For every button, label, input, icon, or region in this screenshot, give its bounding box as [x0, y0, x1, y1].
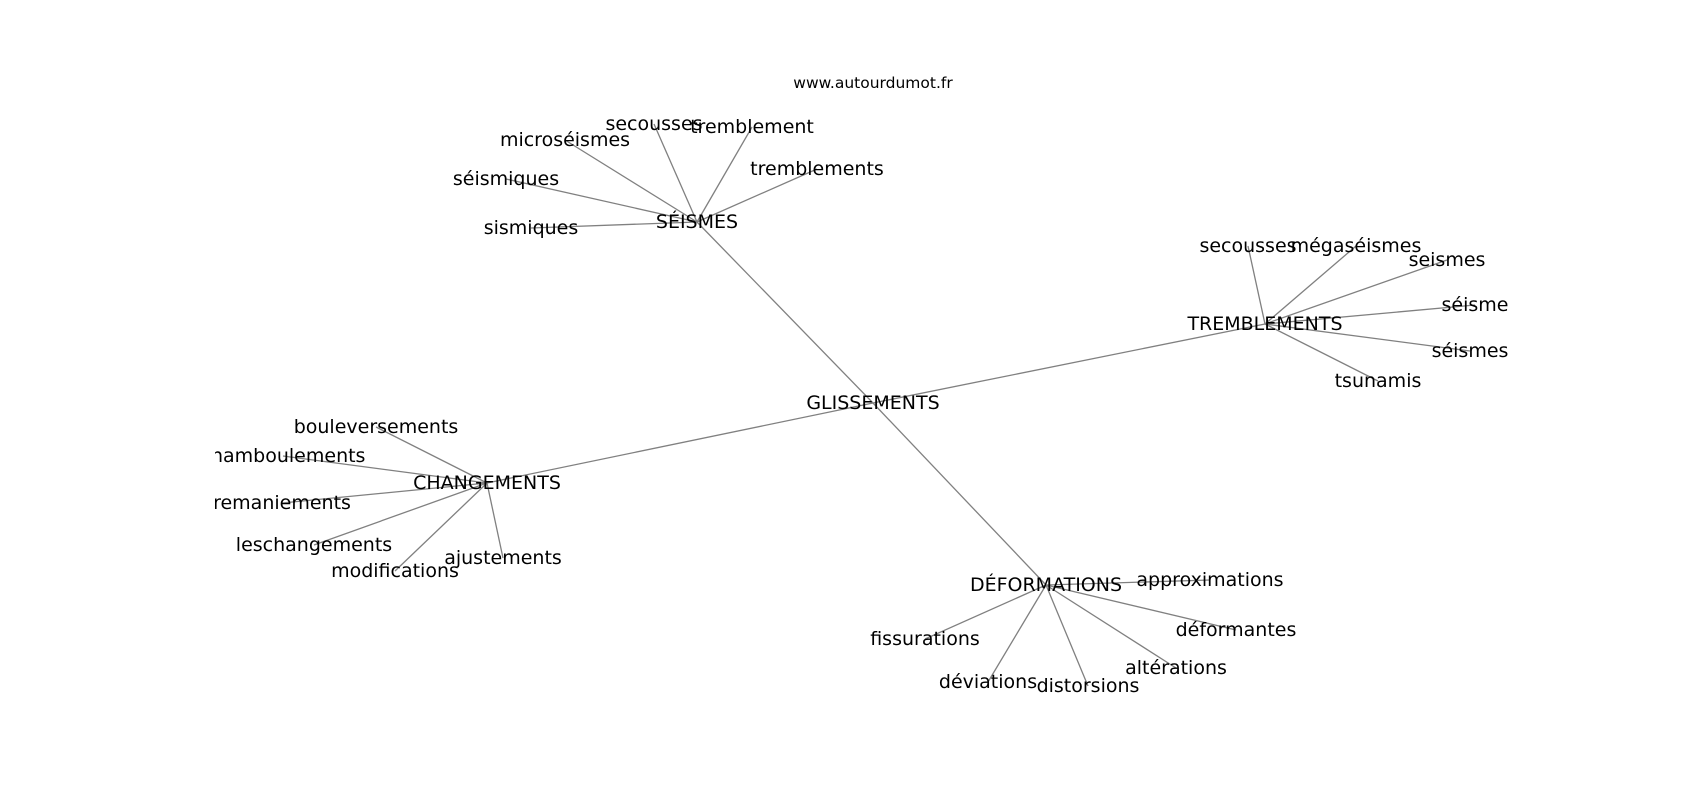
edge-hub-leaf — [394, 482, 488, 572]
edge-center-hub — [872, 323, 1266, 404]
edge-hub-leaf — [1264, 245, 1357, 325]
leaf-node-label: fissurations — [870, 628, 980, 650]
leaf-node-label: tsunamis — [1335, 370, 1422, 392]
leaf-node-label: mégaséismes — [1291, 235, 1422, 257]
edge-hub-leaf — [282, 455, 488, 484]
edge-hub-leaf — [486, 482, 504, 559]
leaf-node-label: secousses — [605, 113, 702, 135]
edge-hub-leaf — [281, 482, 488, 504]
graph-nodes: GLISSEMENTSSÉISMESsecoussestremblementmi… — [201, 113, 1509, 697]
center-node-label: GLISSEMENTS — [806, 392, 939, 414]
leaf-node-label: microséismes — [500, 129, 630, 151]
edge-hub-leaf — [530, 221, 698, 229]
leaf-node-label: tremblements — [750, 158, 884, 180]
leaf-node-label: secousses — [1199, 235, 1296, 257]
edge-hub-leaf — [1045, 584, 1089, 687]
leaf-node-label: déviations — [939, 671, 1037, 693]
graph-edges — [281, 123, 1476, 687]
edge-hub-leaf — [1264, 304, 1476, 325]
leaf-node-label: approximations — [1136, 569, 1283, 591]
leaf-node-label: bouleversements — [294, 416, 459, 438]
edge-hub-leaf — [1045, 584, 1177, 669]
hub-node-label: SÉISMES — [656, 210, 738, 233]
edge-hub-leaf — [313, 482, 488, 546]
edge-hub-leaf — [696, 126, 753, 223]
leaf-node-label: ajustements — [444, 547, 562, 569]
hub-node-label: TREMBLEMENTS — [1186, 313, 1342, 335]
edge-hub-leaf — [375, 426, 488, 484]
edge-hub-leaf — [1247, 245, 1266, 325]
edge-hub-leaf — [653, 123, 698, 223]
leaf-node-label: tremblement — [690, 116, 814, 138]
edge-center-hub — [696, 221, 874, 404]
hub-node-label: CHANGEMENTS — [413, 472, 561, 494]
leaf-node-label: séisme — [1442, 294, 1509, 316]
edge-hub-leaf — [564, 139, 698, 223]
leaf-node-label: leschangements — [236, 534, 392, 556]
leaf-node-label: sismiques — [484, 217, 579, 239]
leaf-node-label: déformantes — [1176, 619, 1297, 641]
edge-center-hub — [486, 402, 874, 484]
edge-hub-leaf — [696, 168, 818, 223]
edge-hub-leaf — [505, 178, 698, 223]
leaf-node-label: remaniements — [213, 492, 351, 514]
edge-hub-leaf — [1045, 579, 1211, 586]
leaf-node-label: séismes — [1432, 340, 1509, 362]
edge-hub-leaf — [1045, 584, 1237, 631]
leaf-node-label: chamboulements — [201, 445, 366, 467]
hub-node-label: DÉFORMATIONS — [970, 573, 1122, 596]
leaf-node-label: altérations — [1125, 657, 1227, 679]
leaf-node-label: séismiques — [453, 168, 559, 190]
edge-hub-leaf — [1264, 259, 1448, 325]
edge-hub-leaf — [924, 584, 1047, 640]
edge-hub-leaf — [1264, 323, 1379, 382]
edge-center-hub — [872, 402, 1047, 586]
leaf-node-label: distorsions — [1037, 675, 1140, 697]
edge-hub-leaf — [987, 584, 1047, 683]
leaf-node-label: modifications — [331, 560, 459, 582]
source-url: www.autourdumot.fr — [793, 74, 953, 92]
leaf-node-label: seismes — [1409, 249, 1486, 271]
edge-hub-leaf — [1264, 323, 1471, 352]
